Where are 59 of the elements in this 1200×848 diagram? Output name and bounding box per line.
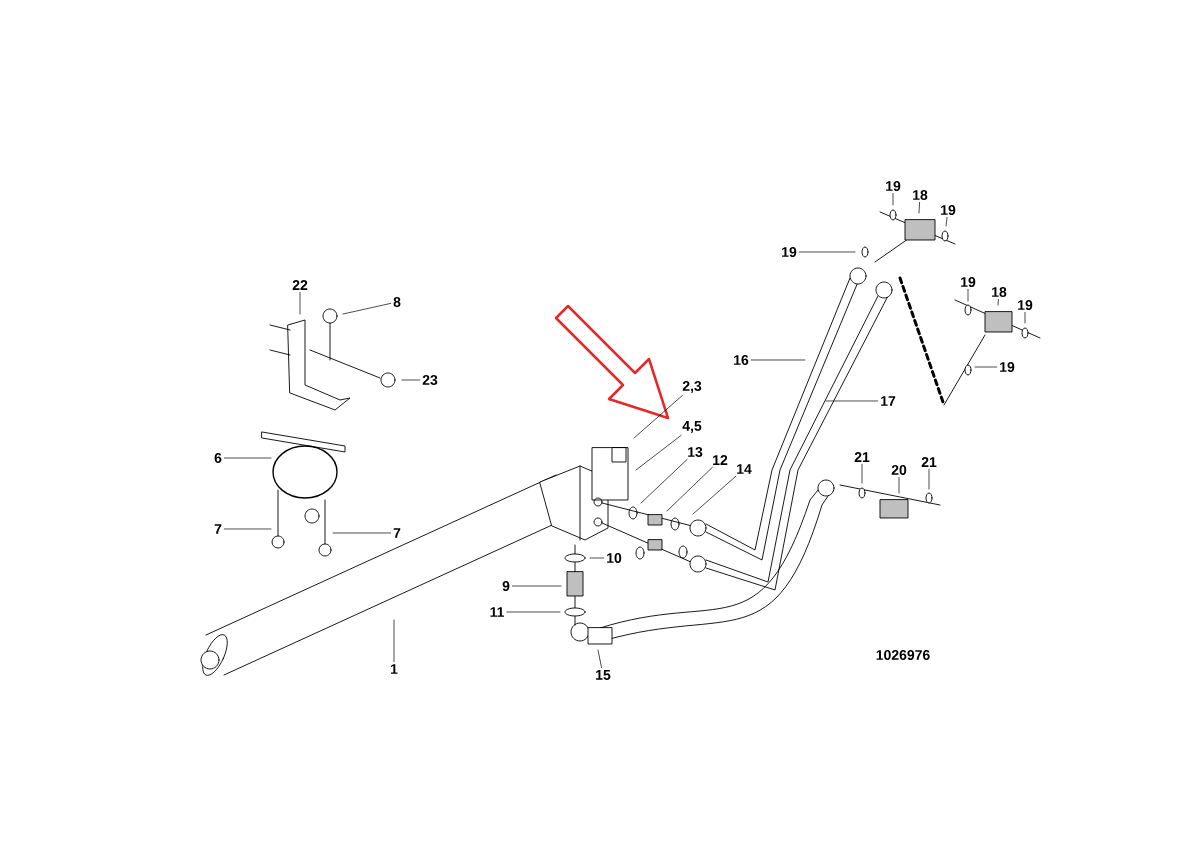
callout-number: 19: [782, 247, 797, 257]
callout-number: 1: [391, 664, 398, 674]
leader-line: [635, 435, 682, 471]
callout-number: 23: [422, 375, 438, 385]
leader-line: [861, 463, 863, 484]
callout-number: 10: [607, 553, 622, 563]
callout-number: 6: [214, 453, 222, 463]
leader-line: [997, 299, 999, 306]
leader-line: [401, 379, 421, 381]
callout-number: 4,5: [682, 421, 702, 433]
callout-number: 19: [1018, 300, 1033, 310]
leader-line: [224, 457, 272, 459]
leader-line: [750, 359, 806, 361]
callout-number: 2,3: [682, 381, 702, 393]
callout-number: 16: [734, 355, 749, 365]
callout-number: 11: [490, 607, 504, 617]
leader-line: [512, 585, 562, 587]
callout-number: 17: [881, 396, 896, 406]
callout-number: 8: [393, 297, 401, 307]
leader-line: [589, 557, 605, 559]
drawing-number: 1026976: [876, 650, 930, 660]
leader-line: [974, 366, 998, 368]
callout-number: 19: [1000, 362, 1015, 372]
leader-line: [1024, 312, 1026, 324]
callout-number: 18: [992, 287, 1007, 297]
leader-line: [633, 395, 683, 439]
leader-line: [342, 303, 391, 315]
leader-line: [299, 291, 301, 315]
leader-line: [825, 400, 879, 402]
callout-number: 19: [886, 181, 901, 191]
leader-line: [928, 469, 930, 490]
leader-line: [945, 217, 948, 227]
callout-number: 18: [913, 190, 928, 200]
leader-line: [332, 532, 391, 534]
callout-number: 19: [961, 277, 976, 287]
callout-number: 14: [737, 464, 752, 474]
leader-line: [918, 202, 920, 214]
callout-number: 7: [393, 528, 401, 538]
callout-number: 9: [502, 581, 510, 591]
leader-line: [967, 289, 969, 302]
callout-number: 15: [596, 670, 611, 680]
leader-line: [898, 477, 900, 494]
leader-line: [692, 475, 737, 515]
callout-number: 7: [214, 524, 222, 534]
callout-number: 20: [891, 465, 907, 475]
callout-number: 22: [292, 280, 308, 290]
callout-number: 21: [921, 457, 937, 467]
leader-line: [506, 611, 561, 613]
callout-number: 19: [941, 205, 956, 215]
leader-line: [666, 467, 713, 512]
leader-line: [798, 251, 856, 253]
leader-line: [892, 193, 894, 206]
callout-number: 21: [854, 452, 870, 462]
leader-line: [224, 528, 272, 530]
leader-line: [640, 459, 688, 504]
leader-line: [597, 649, 602, 668]
leader-line: [393, 619, 395, 663]
callout-number: 12: [713, 455, 728, 465]
callout-number: 13: [688, 447, 703, 457]
